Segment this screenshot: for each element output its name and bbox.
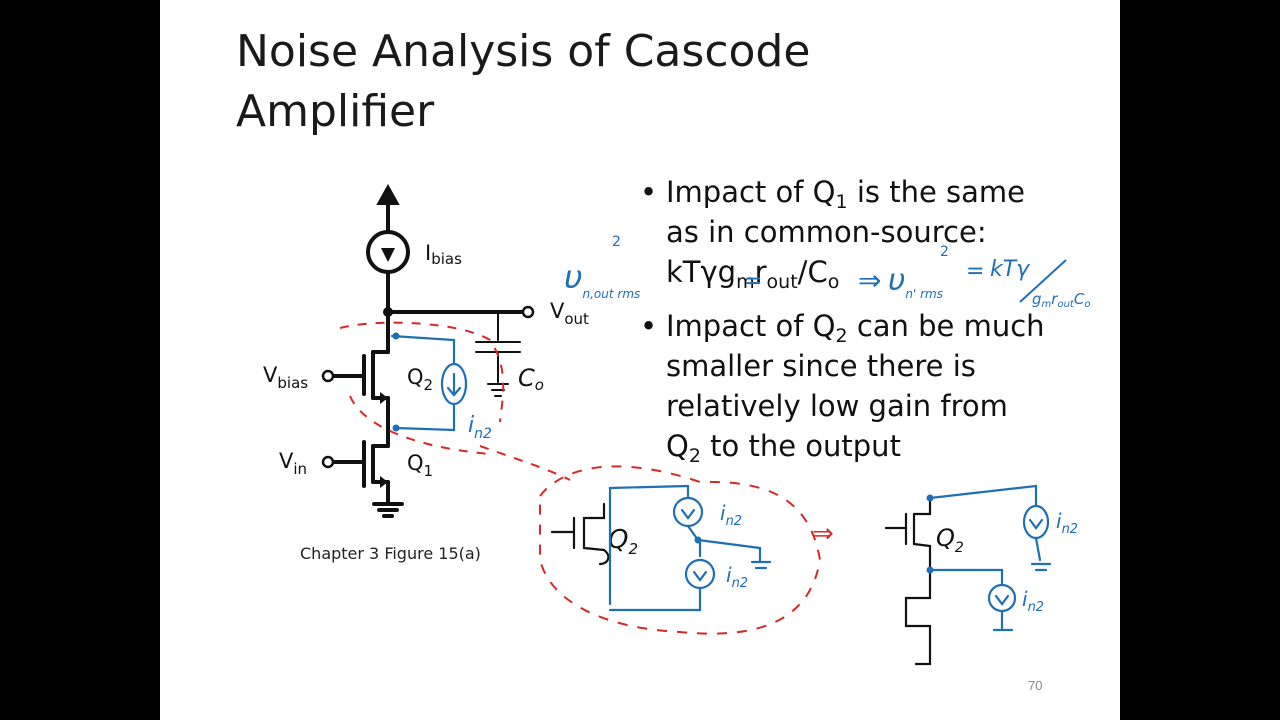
- output-node-dot: [383, 307, 393, 317]
- vout-label: Vout: [550, 299, 589, 328]
- sketch2-transistor: [884, 496, 932, 666]
- red-dashed-link: [349, 395, 491, 455]
- figure-caption: Chapter 3 Figure 15(a): [300, 544, 481, 563]
- noise-expr-rhs-den: gmroutCo: [1032, 290, 1090, 310]
- current-source-arrow-icon: [381, 248, 395, 262]
- slide: Noise Analysis of Cascode Amplifier Impa…: [160, 0, 1120, 720]
- sketch2-node-mid: [926, 566, 934, 574]
- slide-title: Noise Analysis of Cascode Amplifier: [236, 22, 936, 142]
- q2-noise-source-sketch: [390, 334, 468, 432]
- red-dashed-loop-q2: [339, 321, 571, 481]
- sketch1-in2-bottom: in2: [726, 563, 748, 591]
- sketch2-node-top: [926, 494, 934, 502]
- q2-source-arrow-icon: [380, 392, 388, 404]
- page-number: 70: [1028, 678, 1043, 693]
- ibias-label: Ibias: [425, 241, 462, 268]
- sketch2-in2-top: in2: [1056, 509, 1078, 537]
- sketch1-q2-label: Q2: [608, 525, 638, 558]
- noise-arrow: ⇒: [858, 264, 881, 297]
- q2-label: Q2: [407, 365, 433, 394]
- noise-expr-rhs-v: υn' rms: [888, 263, 943, 301]
- sketch2-in2-bottom: in2: [1022, 587, 1044, 615]
- noise-expr-lhs: υn,out rms: [564, 258, 640, 301]
- bullet-q2: Impact of Q2 can be much smaller since t…: [640, 306, 1080, 466]
- schematic-wires: [330, 183, 526, 518]
- supply-arrow-icon: [376, 183, 400, 205]
- sketch2-q2-label: Q2: [936, 524, 964, 556]
- sketch1-in2-top: in2: [720, 501, 742, 529]
- vin-label: Vin: [279, 449, 307, 478]
- vout-terminal-icon: [521, 305, 535, 319]
- vbias-label: Vbias: [263, 363, 308, 392]
- red-dashed-loop-sketch: [539, 465, 822, 635]
- bullet-q1: Impact of Q1 is the same as in common-so…: [640, 172, 1080, 292]
- noise-expr-rhs-num: kTγ: [990, 257, 1030, 282]
- q1-source-arrow-icon: [380, 476, 388, 488]
- vin-terminal-icon: [321, 455, 335, 469]
- noise-expr-rhs-sup: 2: [940, 244, 949, 260]
- noise-expr-rhs-eq: =: [966, 259, 984, 284]
- sketch1-transistor: [550, 502, 610, 566]
- noise-expr-fraction-bar: [1019, 259, 1067, 303]
- sketch1-wires: [608, 484, 772, 612]
- blue-node-bottom: [392, 424, 400, 432]
- co-label: Co: [518, 364, 544, 394]
- vbias-terminal-icon: [321, 369, 335, 383]
- q1-label: Q1: [407, 451, 433, 480]
- title-line-1: Noise Analysis of Cascode: [236, 26, 811, 77]
- cascode-schematic: Ibias Vout Vbias Vin Q2 Q1 Co in2: [263, 183, 1090, 666]
- sketch2-wires: [928, 484, 1052, 632]
- load-capacitor-sketch: [475, 313, 521, 397]
- noise-expr-eq: =: [744, 269, 762, 294]
- in2-label: in2: [468, 413, 492, 442]
- blue-node-top: [392, 332, 400, 340]
- noise-expr-lhs-sup: 2: [612, 234, 621, 250]
- sketch1-node: [694, 536, 702, 544]
- red-arrow: ⇒: [812, 519, 834, 549]
- bullet-list: Impact of Q1 is the same as in common-so…: [640, 172, 1080, 466]
- title-line-2: Amplifier: [236, 86, 435, 137]
